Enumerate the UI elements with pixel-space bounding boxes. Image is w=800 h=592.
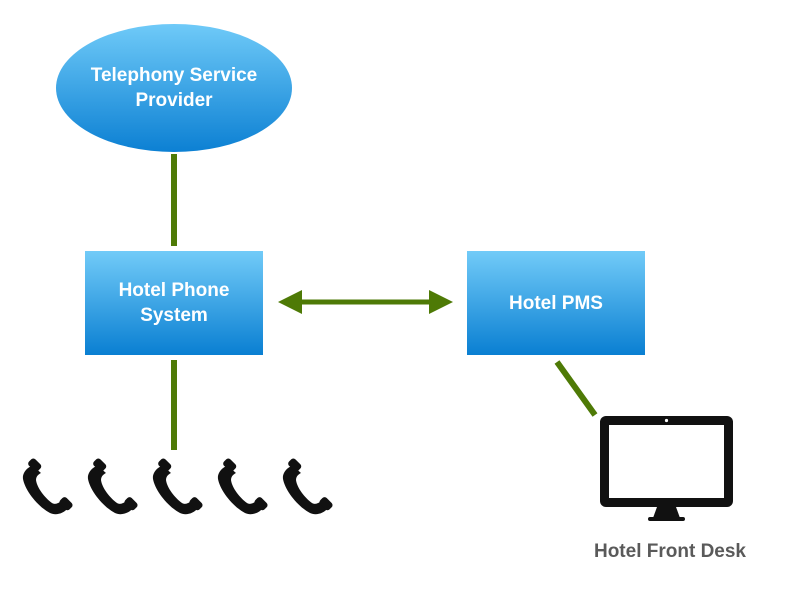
phone-handset-icon: [22, 457, 74, 515]
phone-handset-icon: [282, 457, 334, 515]
bidirectional-arrow: [278, 290, 453, 314]
front-desk-label: Hotel Front Desk: [593, 541, 747, 562]
pms-to-front-desk-connector: [554, 360, 598, 417]
phone-handset-icon: [217, 457, 269, 515]
hotel-pms-node: [467, 251, 645, 355]
phone-handset-icon: [152, 457, 204, 515]
hotel-phone-system-node: [85, 251, 263, 355]
phone-handset-icon: [87, 457, 139, 515]
telephony-service-provider-node: [56, 24, 292, 152]
handsets-group: [22, 457, 334, 515]
computer-monitor-icon: [600, 416, 733, 521]
